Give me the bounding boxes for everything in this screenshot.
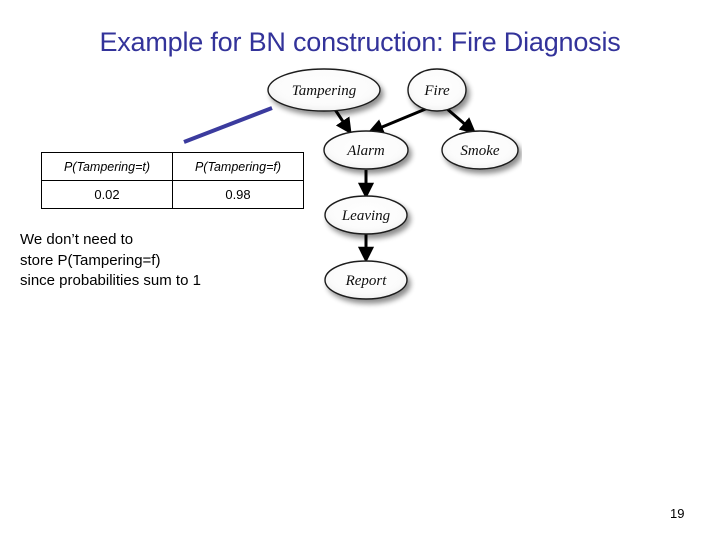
table-header-cell-p-tampering-t: P(Tampering=t)	[41, 152, 173, 181]
edge-tampering-to-alarm	[332, 107, 352, 135]
node-alarm-label: Alarm	[346, 143, 385, 159]
bayesian-network-diagram: Tampering Fire Alarm Smoke Leaving Repor	[267, 68, 519, 300]
table-header-cell-p-tampering-f: P(Tampering=f)	[172, 152, 304, 181]
explanatory-note: We don’t need to store P(Tampering=f) si…	[20, 230, 201, 292]
table-cell-p-tampering-t-value: 0.02	[41, 180, 173, 209]
edge-fire-to-alarm	[367, 106, 429, 135]
node-leaving: Leaving	[324, 195, 408, 235]
edge-fire-to-smoke	[445, 106, 477, 134]
node-fire: Fire	[407, 68, 467, 112]
note-line-3: since probabilities sum to 1	[20, 272, 201, 289]
pointer-line-stroke	[183, 106, 273, 144]
node-report-label: Report	[345, 273, 388, 289]
node-report-shape	[324, 260, 408, 300]
node-smoke: Smoke	[441, 130, 519, 170]
node-smoke-shape	[441, 130, 519, 170]
diagram-nodes: Tampering Fire Alarm Smoke Leaving Repor	[267, 68, 519, 300]
note-line-1: We don’t need to	[20, 231, 134, 248]
node-fire-shape	[407, 68, 467, 112]
node-leaving-shape	[324, 195, 408, 235]
node-alarm-shape	[323, 130, 409, 170]
page-number: 19	[670, 506, 685, 521]
diagram-edges	[332, 106, 477, 263]
node-fire-label: Fire	[423, 83, 450, 99]
node-report: Report	[324, 260, 408, 300]
table-row: 0.02 0.98	[41, 180, 304, 209]
pointer-line	[183, 106, 273, 144]
node-tampering-label: Tampering	[292, 83, 357, 99]
node-tampering-shape	[267, 68, 381, 112]
page-title: Example for BN construction: Fire Diagno…	[99, 27, 621, 57]
note-line-2: store P(Tampering=f)	[20, 251, 161, 269]
table-header-row: P(Tampering=t) P(Tampering=f)	[41, 152, 304, 181]
node-smoke-label: Smoke	[460, 143, 499, 159]
node-tampering: Tampering	[267, 68, 381, 112]
node-leaving-label: Leaving	[341, 208, 391, 224]
node-alarm: Alarm	[323, 130, 409, 170]
tampering-cpt-table: P(Tampering=t) P(Tampering=f) 0.02 0.98	[41, 152, 304, 209]
table-cell-p-tampering-f-value: 0.98	[172, 180, 304, 209]
